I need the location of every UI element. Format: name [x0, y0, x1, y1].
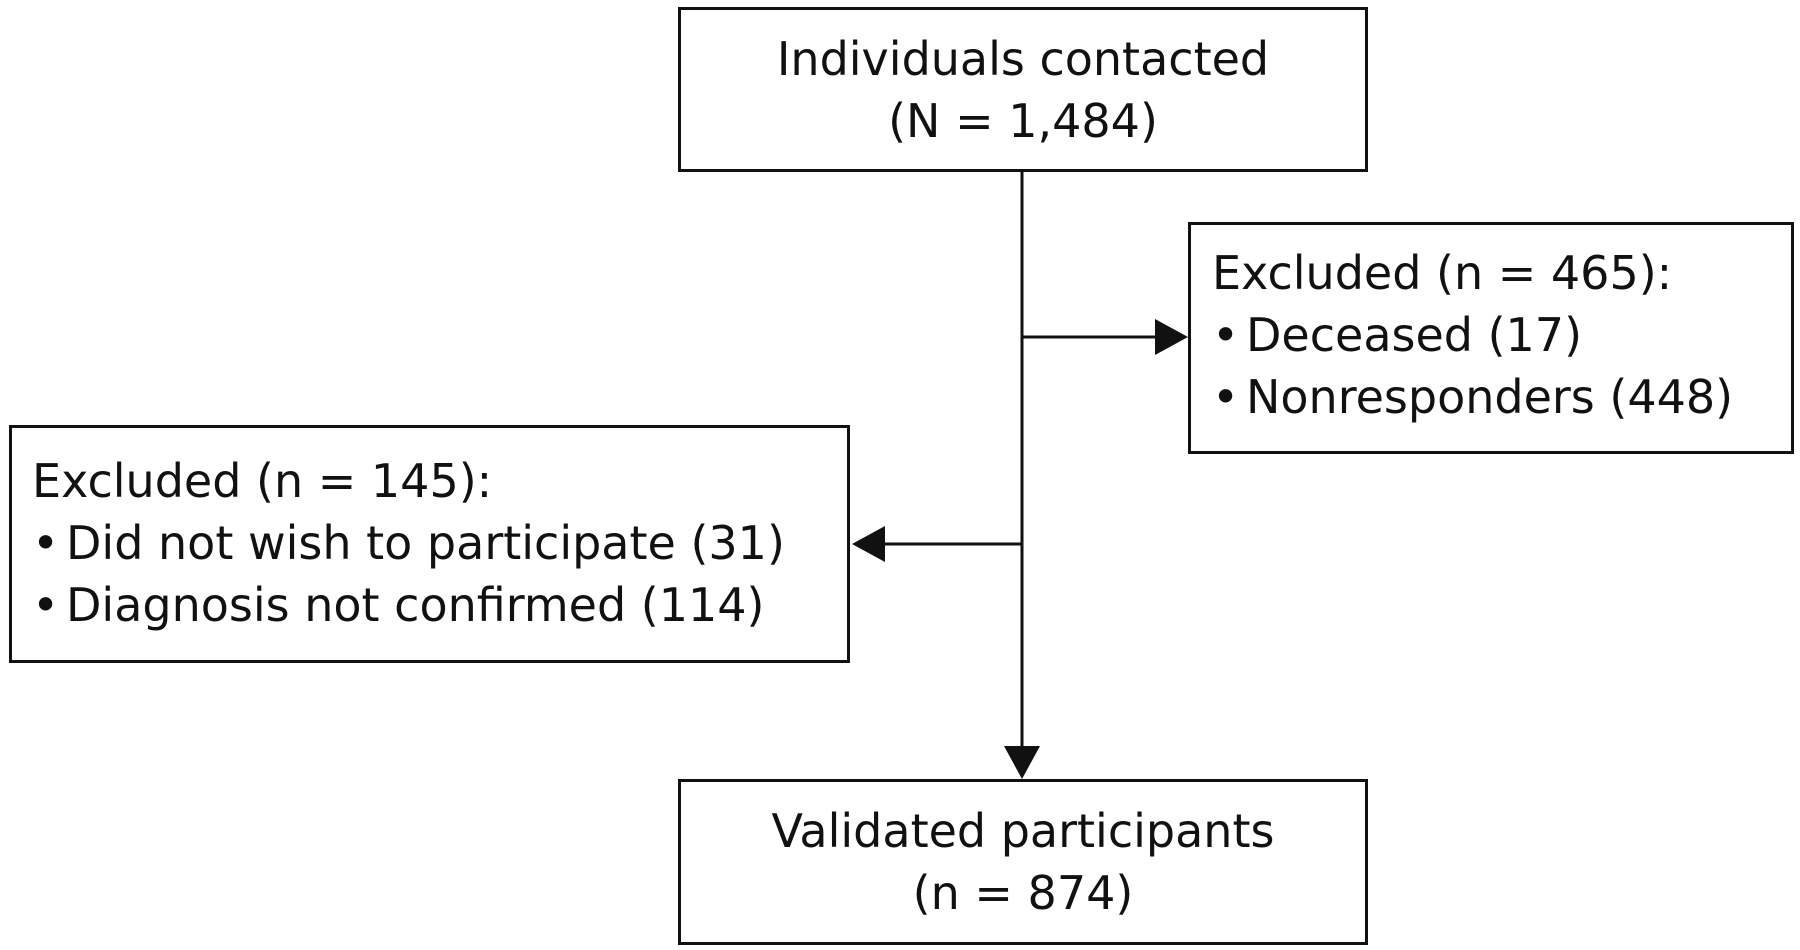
excluded-first-item-text: Deceased (17)	[1246, 308, 1583, 362]
contacted-count: (N = 1,484)	[888, 93, 1158, 148]
validated-title: Validated participants	[771, 804, 1275, 858]
individuals-contacted-box: Individuals contacted (N = 1,484)	[678, 7, 1368, 172]
excluded-first-item-nonresponders: •Nonresponders (448)	[1212, 366, 1791, 428]
excluded-second-item-not-confirmed: •Diagnosis not confirmed (114)	[32, 574, 847, 636]
bullet-icon: •	[1212, 308, 1240, 362]
excluded-second-title: Excluded (n = 145):	[32, 454, 493, 508]
arrow-right-to-excluded	[1155, 319, 1188, 355]
bullet-icon: •	[32, 516, 60, 570]
arrow-left-to-excluded	[852, 526, 885, 562]
excluded-nonresponders-box: Excluded (n = 465): •Deceased (17) •Nonr…	[1188, 222, 1794, 454]
excluded-second-item-declined: •Did not wish to participate (31)	[32, 512, 847, 574]
validated-participants-box: Validated participants (n = 874)	[678, 779, 1368, 945]
excluded-second-item-text: Did not wish to participate (31)	[66, 516, 785, 570]
excluded-second-item-text: Diagnosis not confirmed (114)	[66, 578, 765, 632]
excluded-first-item-text: Nonresponders (448)	[1246, 370, 1734, 424]
bullet-icon: •	[1212, 370, 1240, 424]
contacted-title: Individuals contacted	[776, 31, 1270, 86]
excluded-first-title: Excluded (n = 465):	[1212, 246, 1673, 300]
validated-count: (n = 874)	[912, 866, 1134, 920]
excluded-participation-box: Excluded (n = 145): •Did not wish to par…	[9, 425, 850, 663]
bullet-icon: •	[32, 578, 60, 632]
arrow-down-to-validated	[1004, 746, 1040, 779]
excluded-first-item-deceased: •Deceased (17)	[1212, 304, 1791, 366]
